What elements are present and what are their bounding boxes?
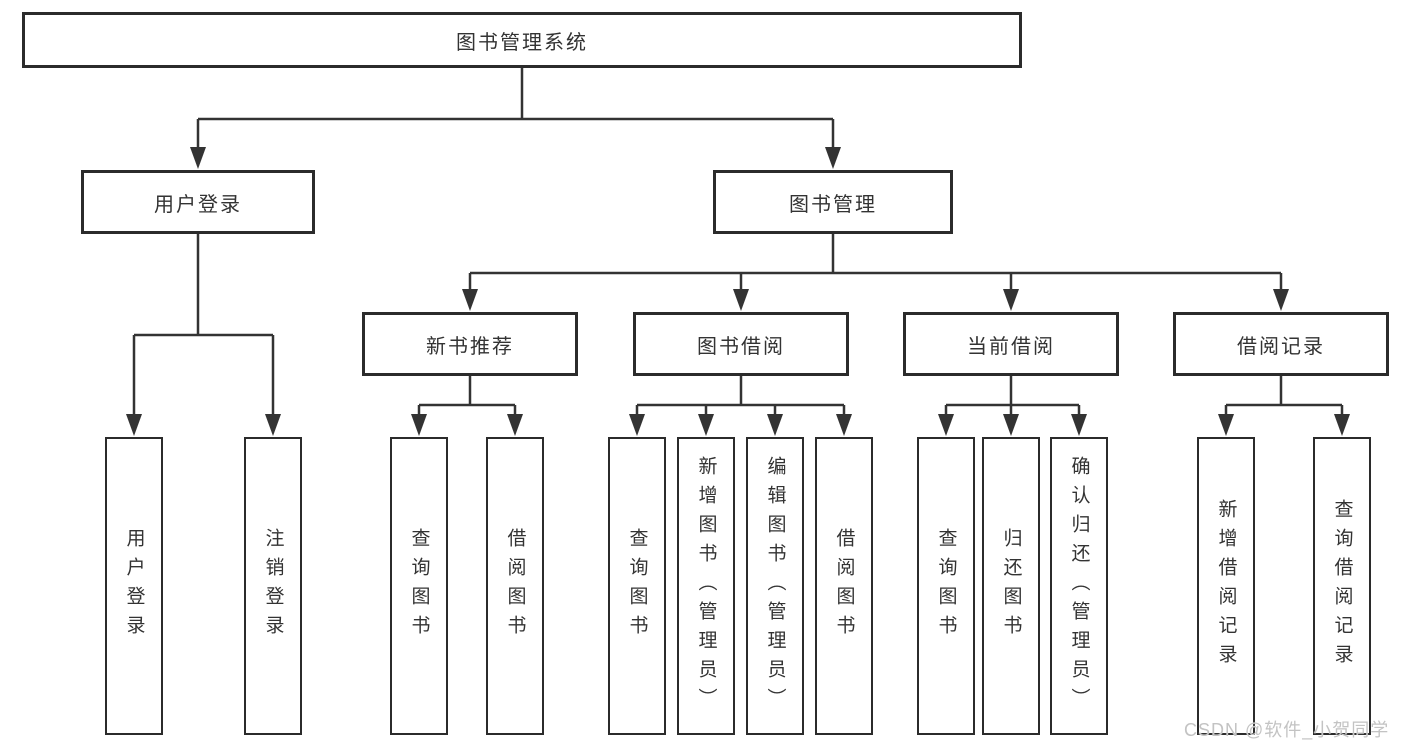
node-label: 注销登录 xyxy=(262,528,284,644)
node-book-management: 图书管理 xyxy=(713,170,953,234)
node-leaf-bb-edit-books-admin: 编辑图书（管理员） xyxy=(746,437,804,735)
node-current-borrowing: 当前借阅 xyxy=(903,312,1119,376)
node-label: 新增借阅记录 xyxy=(1215,499,1237,673)
node-leaf-br-add-record: 新增借阅记录 xyxy=(1197,437,1255,735)
node-leaf-cb-return-books: 归还图书 xyxy=(982,437,1040,735)
node-label: 归还图书 xyxy=(1000,528,1022,644)
node-label: 确认归还（管理员） xyxy=(1068,455,1090,717)
node-label: 查询借阅记录 xyxy=(1331,499,1353,673)
node-label: 新增图书（管理员） xyxy=(695,455,717,717)
node-label: 借阅记录 xyxy=(1237,335,1325,358)
node-label: 图书管理系统 xyxy=(456,31,588,54)
node-leaf-user-login: 用户登录 xyxy=(105,437,163,735)
node-book-borrowing: 图书借阅 xyxy=(633,312,849,376)
node-label: 新书推荐 xyxy=(426,335,514,358)
node-leaf-cb-confirm-return-admin: 确认归还（管理员） xyxy=(1050,437,1108,735)
node-new-book-recommend: 新书推荐 xyxy=(362,312,578,376)
node-borrowing-records: 借阅记录 xyxy=(1173,312,1389,376)
node-label: 编辑图书（管理员） xyxy=(764,455,786,717)
node-user-login: 用户登录 xyxy=(81,170,315,234)
node-label: 查询图书 xyxy=(408,528,430,644)
node-leaf-bb-query-books: 查询图书 xyxy=(608,437,666,735)
node-leaf-cb-query-books: 查询图书 xyxy=(917,437,975,735)
node-label: 查询图书 xyxy=(626,528,648,644)
node-leaf-logout: 注销登录 xyxy=(244,437,302,735)
node-label: 当前借阅 xyxy=(967,335,1055,358)
node-label: 查询图书 xyxy=(935,528,957,644)
node-leaf-bb-borrow-books: 借阅图书 xyxy=(815,437,873,735)
node-leaf-nbr-borrow-books: 借阅图书 xyxy=(486,437,544,735)
node-label: 图书借阅 xyxy=(697,335,785,358)
node-label: 用户登录 xyxy=(123,528,145,644)
node-label: 图书管理 xyxy=(789,193,877,216)
node-label: 借阅图书 xyxy=(504,528,526,644)
csdn-watermark: CSDN @软件_小贺同学 xyxy=(1184,720,1390,740)
node-leaf-bb-add-books-admin: 新增图书（管理员） xyxy=(677,437,735,735)
node-root-library-system: 图书管理系统 xyxy=(22,12,1022,68)
node-label: 用户登录 xyxy=(154,193,242,216)
node-label: 借阅图书 xyxy=(833,528,855,644)
arrowheads xyxy=(126,147,1350,436)
node-leaf-br-query-record: 查询借阅记录 xyxy=(1313,437,1371,735)
node-leaf-nbr-query-books: 查询图书 xyxy=(390,437,448,735)
